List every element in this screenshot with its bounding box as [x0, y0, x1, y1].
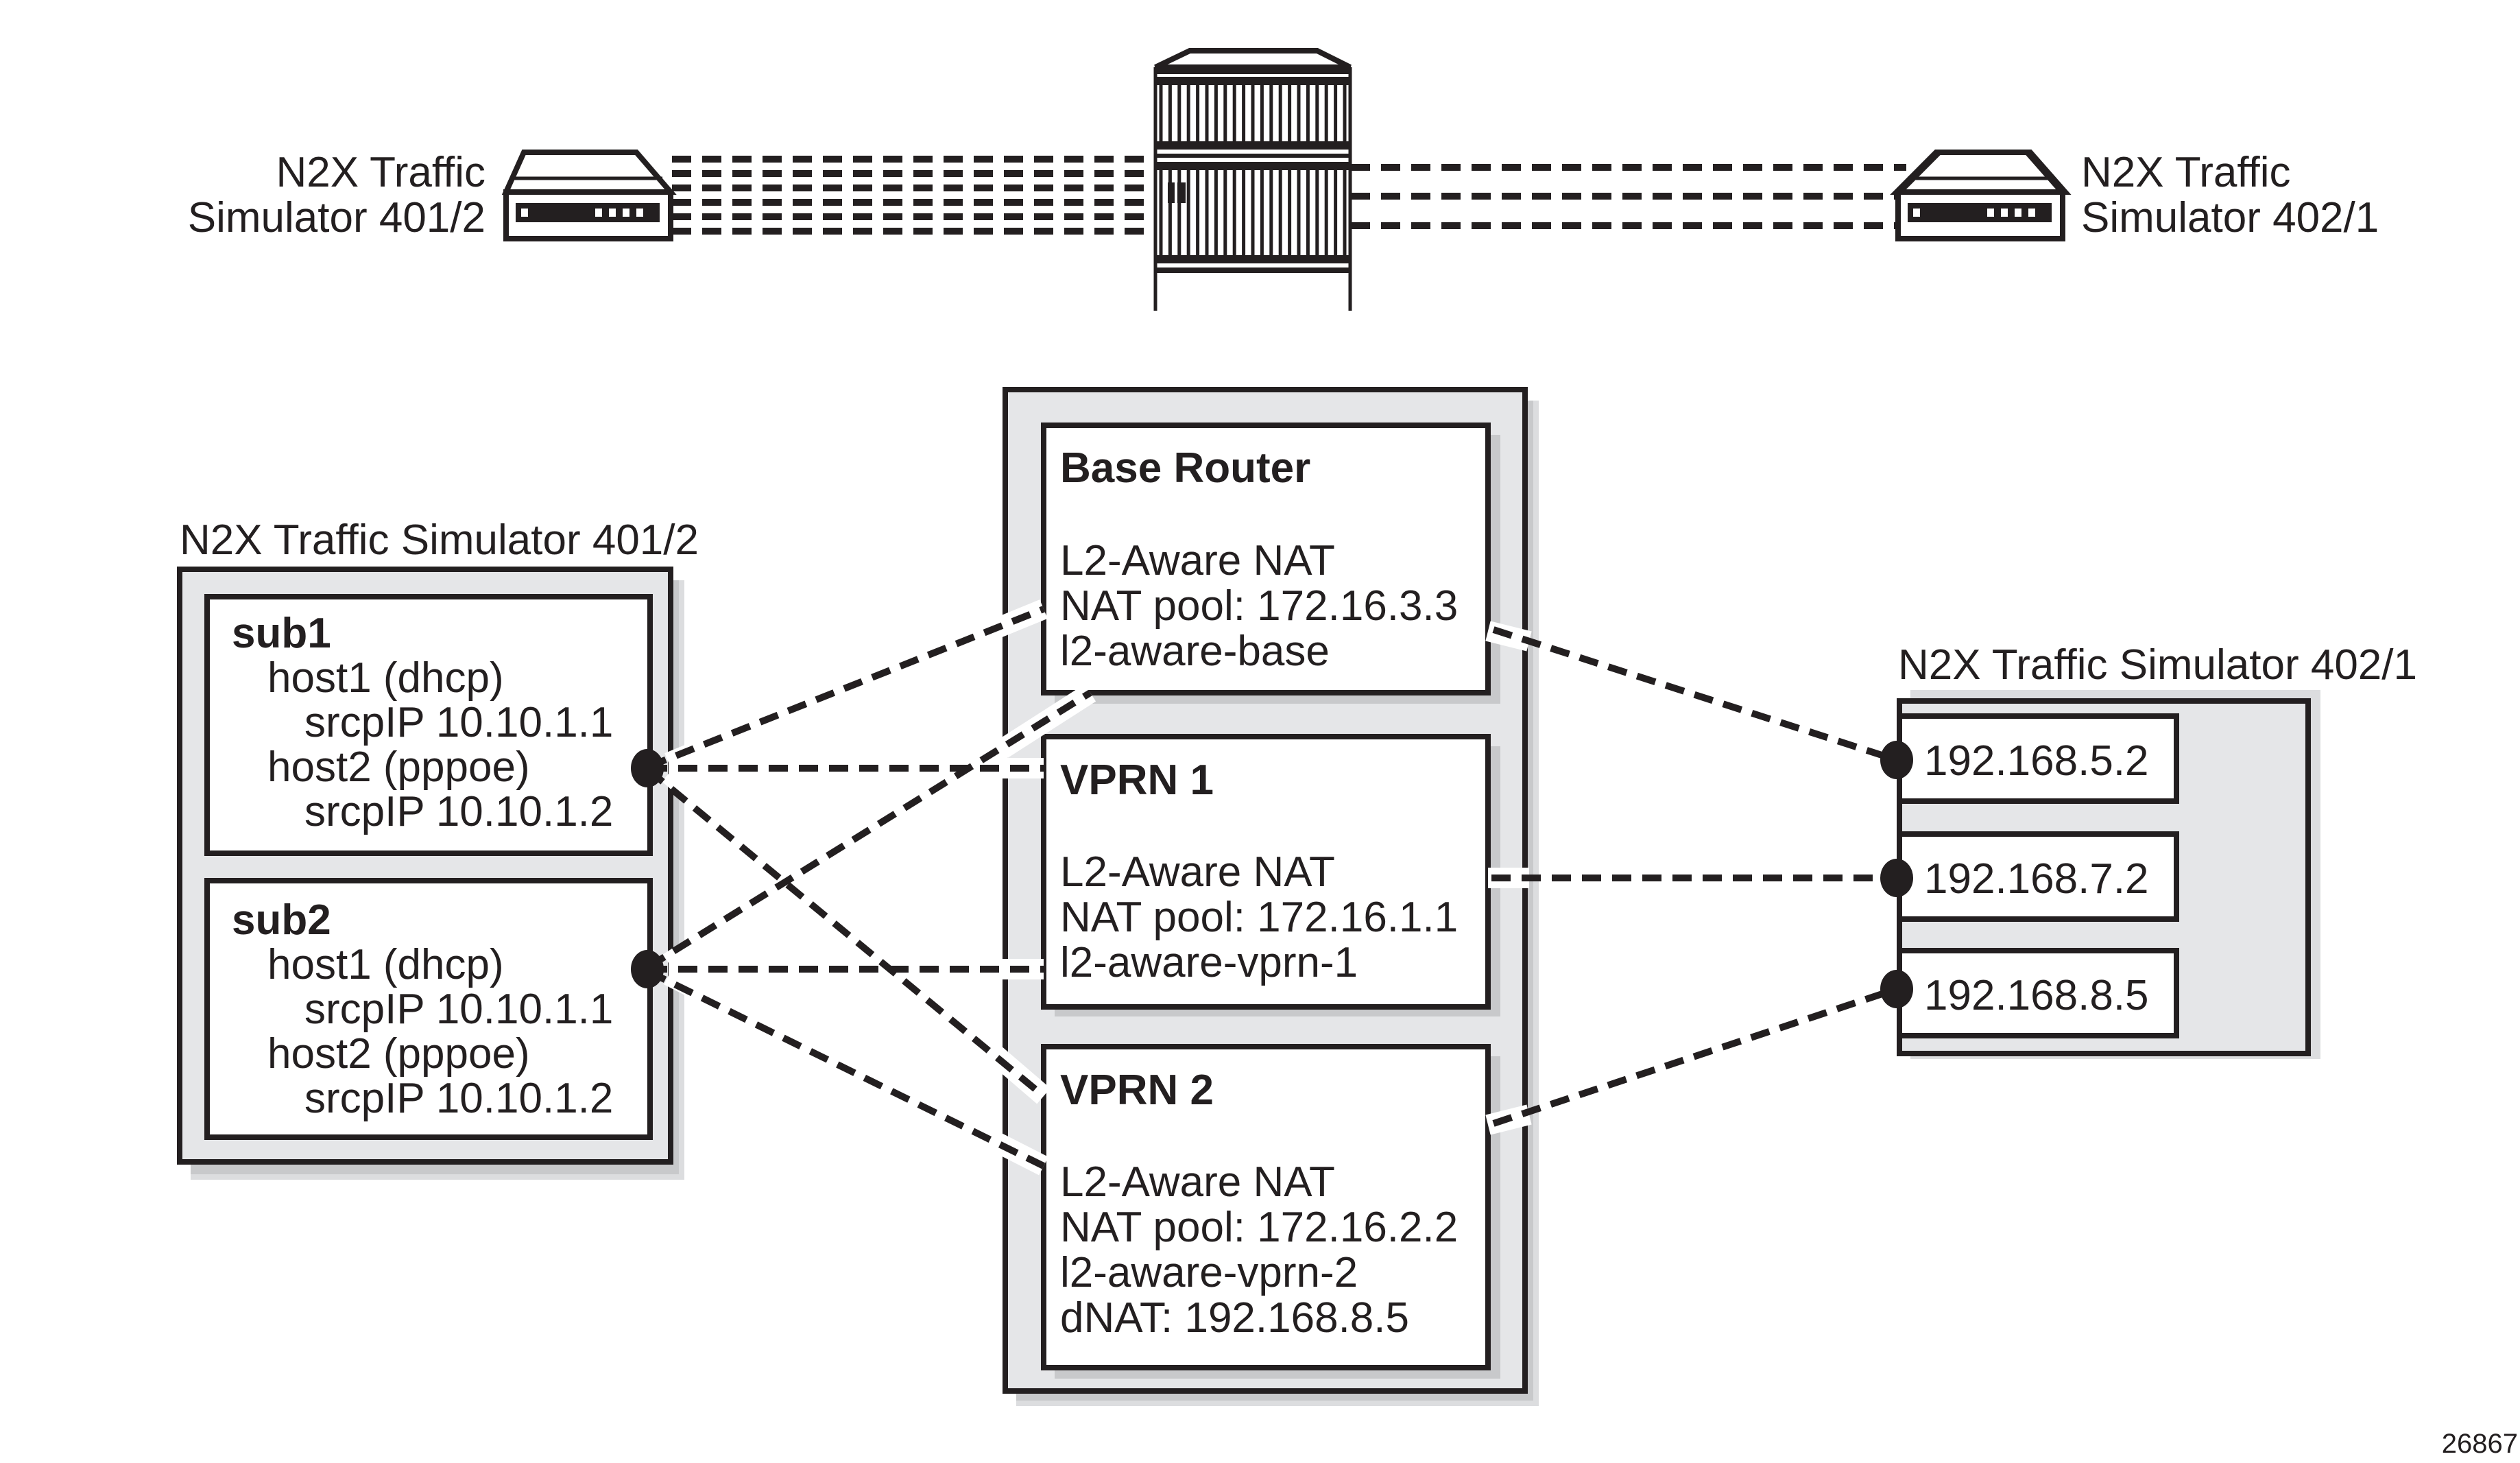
sub2-port-dot: [631, 950, 664, 988]
router-chassis-icon: [1153, 48, 1352, 311]
left-panel: sub1 host1 (dhcp) srcpIP 10.10.1.1 host2…: [177, 567, 684, 1180]
dest1-port-dot: [1880, 741, 1913, 779]
sub1-line-3: host2 (pppoe): [267, 744, 530, 791]
left-panel-title: N2X Traffic Simulator 401/2: [180, 516, 699, 564]
link-sub1-vprn2: [645, 767, 1046, 1099]
base-router-box: [1041, 423, 1491, 695]
vprn2-line-1: L2-Aware NAT: [1060, 1158, 1335, 1206]
vprn1-line-2: NAT pool: 172.16.1.1: [1060, 894, 1458, 941]
traffic-simulator-icon: [501, 150, 677, 241]
sub1-port-dot: [631, 749, 664, 787]
sub1-box: [204, 594, 653, 856]
top-left-device-label-2: Simulator 401/2: [188, 194, 485, 241]
figure-number: 26867: [2442, 1429, 2518, 1459]
sub2-line-1: host1 (dhcp): [267, 941, 504, 988]
sub1-line-2: srcpIP 10.10.1.1: [304, 699, 613, 746]
dest3-port-dot: [1880, 970, 1913, 1008]
destination-box-2: [1897, 831, 2179, 922]
traffic-simulator-icon-right: [1890, 150, 2072, 241]
right-panel: 192.168.5.2 192.168.7.2 192.168.8.5: [1897, 690, 2320, 1059]
right-panel-title: N2X Traffic Simulator 402/1: [1898, 641, 2417, 689]
sub2-line-3: host2 (pppoe): [267, 1030, 530, 1078]
destination-ip-1: 192.168.5.2: [1924, 737, 2149, 785]
center-panel: Base Router L2-Aware NAT NAT pool: 172.1…: [1003, 387, 1539, 1406]
vprn2-line-4: dNAT: 192.168.8.5: [1060, 1294, 1409, 1342]
vprn1-line-3: l2-aware-vprn-1: [1060, 939, 1358, 986]
link-sub1-base-router: [647, 606, 1045, 770]
destination-ip-3: 192.168.8.5: [1924, 972, 2149, 1019]
destination-box-1: [1897, 713, 2179, 804]
base-router-name: Base Router: [1060, 444, 1310, 492]
destination-box-3: [1897, 948, 2179, 1038]
sub2-name: sub2: [232, 896, 331, 944]
base-router-line-3: l2-aware-base: [1060, 628, 1330, 675]
link-vprn2-dest3: [1492, 986, 1898, 1127]
dest2-port-dot: [1880, 859, 1913, 897]
sub2-line-2: srcpIP 10.10.1.1: [304, 986, 613, 1033]
vprn1-name: VPRN 1: [1060, 757, 1214, 804]
top-links: [672, 156, 1906, 235]
link-base-router-dest1: [1492, 626, 1898, 763]
top-left-device-label-1: N2X Traffic: [276, 149, 485, 196]
vprn2-box: [1041, 1044, 1491, 1370]
vprn1-line-1: L2-Aware NAT: [1060, 848, 1335, 896]
vprn2-line-2: NAT pool: 172.16.2.2: [1060, 1204, 1458, 1251]
sub2-line-4: srcpIP 10.10.1.2: [304, 1075, 613, 1122]
connections: [631, 599, 1913, 1176]
link-sub2-base-router: [646, 689, 1092, 971]
sub1-line-1: host1 (dhcp): [267, 654, 504, 702]
sub1-name: sub1: [232, 610, 331, 657]
sub1-line-4: srcpIP 10.10.1.2: [304, 788, 613, 835]
top-right-device-label-1: N2X Traffic: [2081, 149, 2291, 196]
destination-ip-2: 192.168.7.2: [1924, 855, 2149, 903]
top-right-device-label-2: Simulator 402/1: [2081, 194, 2379, 241]
base-router-line-1: L2-Aware NAT: [1060, 537, 1335, 584]
sub2-box: [204, 878, 653, 1140]
vprn2-line-3: l2-aware-vprn-2: [1060, 1249, 1358, 1296]
vprn1-box: [1041, 734, 1491, 1010]
vprn2-name: VPRN 2: [1060, 1067, 1214, 1114]
link-sub2-vprn2: [646, 968, 1046, 1169]
base-router-line-2: NAT pool: 172.16.3.3: [1060, 582, 1458, 630]
